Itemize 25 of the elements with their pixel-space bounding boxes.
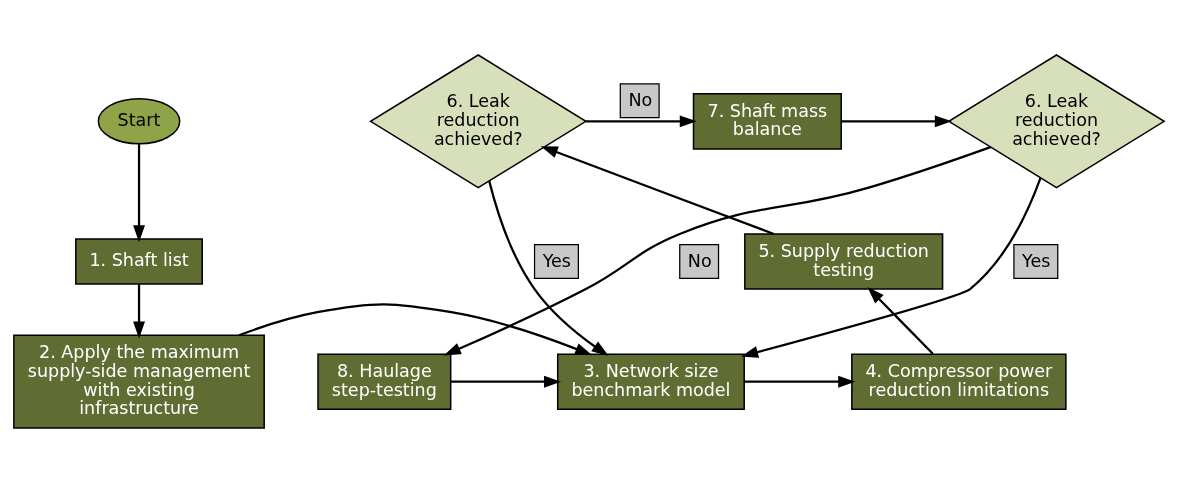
arrow: [451, 375, 562, 388]
edge-label: Yes: [542, 250, 571, 271]
node-box: 5. Supply reduction testing: [744, 232, 944, 290]
arrow: [488, 180, 609, 356]
node-box: 1. Shaft list: [75, 237, 203, 285]
arrow: [540, 145, 775, 235]
arrow: [585, 114, 697, 127]
node-box: 4. Compressor power reduction limitations: [851, 352, 1067, 410]
arrow: [744, 375, 856, 388]
arrow: [841, 114, 952, 127]
node-box: 7. Shaft mass balance: [692, 92, 842, 150]
node-box: 3. Network size benchmark model: [556, 352, 745, 410]
arrow: [238, 302, 593, 355]
edge-label: Yes: [1022, 250, 1051, 271]
arrow: [867, 286, 934, 355]
arrow: [443, 145, 991, 355]
arrow: [133, 143, 145, 242]
node-box: 8. Haulage step-testing: [317, 352, 452, 410]
node-box: 2. Apply the maximum supply-side management with existing infrastructure: [13, 334, 265, 429]
node-ellipse: Start: [97, 97, 181, 145]
edge-label: No: [687, 250, 712, 271]
arrow: [133, 283, 145, 338]
node-diamond: 6. Leak reduction achieved?: [947, 53, 1166, 189]
node-diamond: 6. Leak reduction achieved?: [369, 53, 588, 189]
edge-label: No: [628, 89, 653, 110]
